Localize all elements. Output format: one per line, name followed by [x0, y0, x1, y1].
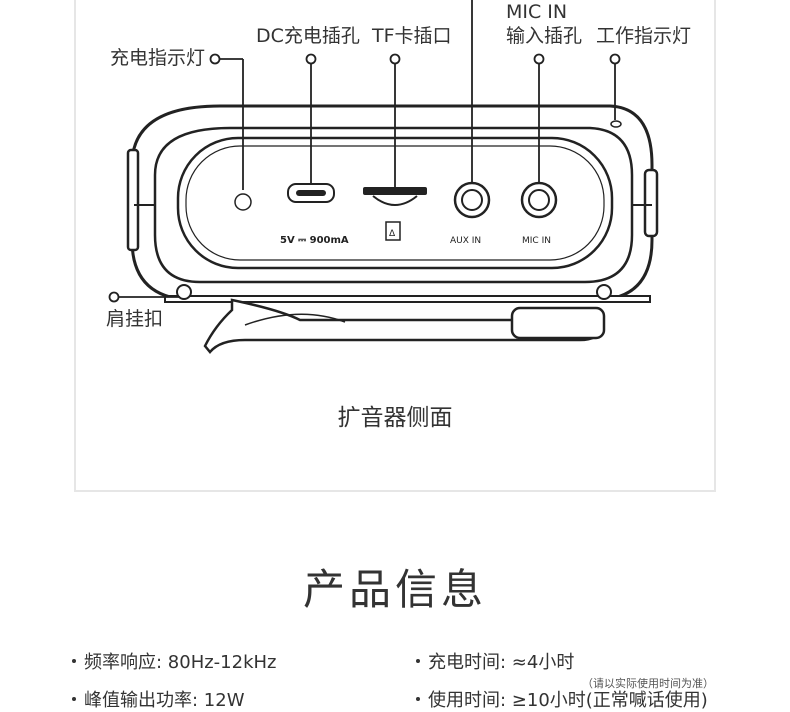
spec-item-peak: 峰值输出功率: 12W: [72, 686, 245, 712]
work-led: [610, 120, 622, 128]
tf-slot: [363, 187, 427, 195]
bullet-icon: [72, 697, 76, 701]
left-bump: [126, 148, 140, 252]
spec-text: 充电时间: ≈4小时: [428, 652, 575, 673]
spec-item-charge: 充电时间: ≈4小时: [416, 648, 574, 674]
svg-text:Δ: Δ: [389, 229, 396, 239]
bullet-icon: [416, 659, 420, 663]
mic-in-subtitle-label: 输入插孔: [506, 25, 583, 47]
power-spec-label: 5V ⎓ 900mA: [280, 235, 349, 246]
tf-slot-label: TF卡插口: [372, 25, 452, 47]
mic-in-title-label: MIC IN: [506, 1, 568, 23]
spec-item-freq: 频率响应: 80Hz-12kHz: [72, 648, 276, 674]
aux-in-label: AUX IN: [450, 236, 481, 246]
work-indicator-label: 工作指示灯: [596, 25, 692, 47]
charge-indicator-label: 充电指示灯: [110, 47, 206, 69]
right-bump: [643, 168, 659, 238]
shoulder-clip-label: 肩挂扣: [106, 308, 164, 330]
clip-base: [164, 295, 651, 303]
charge-led: [234, 193, 252, 211]
speaker-side-diagram: Δ 5V ⎓ 900mA AUX IN MIC IN: [108, 0, 659, 354]
image-frame: [74, 0, 716, 492]
dc-port-label: DC充电插孔: [256, 25, 360, 47]
spec-text: 使用时间: ≥10小时(正常喊话使用): [428, 690, 708, 711]
section-title: 产品信息: [302, 565, 487, 614]
bullet-icon: [72, 659, 76, 663]
mic-in-label: MIC IN: [522, 236, 551, 246]
spec-text: 频率响应: 80Hz-12kHz: [84, 652, 277, 673]
tf-card-icon: [385, 221, 401, 241]
diagram-caption: 扩音器侧面: [337, 405, 453, 431]
use-time-note: （请以实际使用时间为准）: [582, 677, 714, 690]
spec-text: 峰值输出功率: 12W: [84, 690, 245, 711]
bullet-icon: [416, 697, 420, 701]
